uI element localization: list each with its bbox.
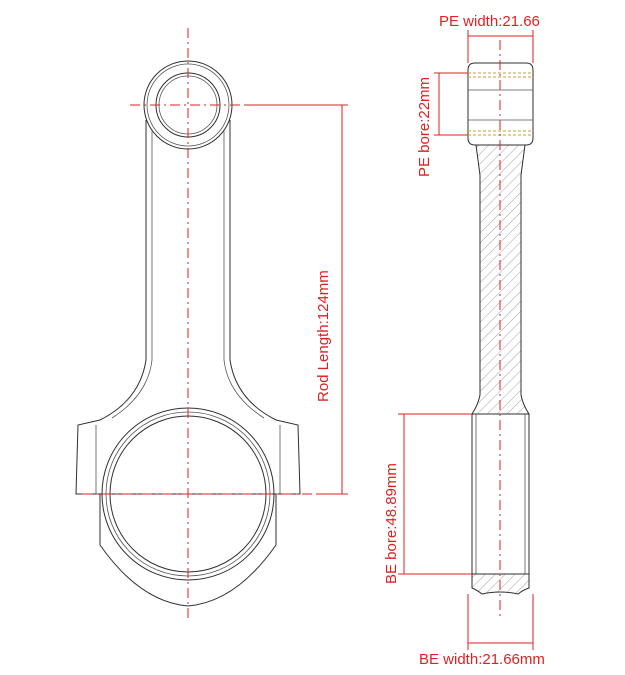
- be-width-label: BE width:21.66mm: [419, 651, 545, 668]
- rod-length-label: Rod Length:124mm: [315, 270, 332, 402]
- be-width-dimension: BE width:21.66mm: [419, 594, 545, 668]
- beam-right-rib: [223, 130, 265, 419]
- side-view: [467, 40, 534, 620]
- beam-right-edge: [229, 120, 277, 421]
- rod-length-dimension: Rod Length:124mm: [246, 104, 348, 495]
- pe-width-label: PE width:21.66: [439, 13, 540, 30]
- big-end-body: [75, 419, 301, 607]
- front-view: [75, 28, 318, 620]
- pe-bore-label: PE bore:22mm: [416, 77, 433, 177]
- small-end-side: [467, 62, 534, 146]
- small-end-bore-inner: [158, 75, 218, 135]
- pe-bore-dimension: PE bore:22mm: [416, 72, 468, 177]
- be-bore-dimension: BE bore:48.89mm: [383, 413, 472, 584]
- beam-left-rib: [111, 130, 153, 419]
- pe-width-dimension: PE width:21.66: [439, 13, 540, 63]
- be-bore-label: BE bore:48.89mm: [383, 463, 400, 584]
- beam-left-edge: [99, 120, 147, 421]
